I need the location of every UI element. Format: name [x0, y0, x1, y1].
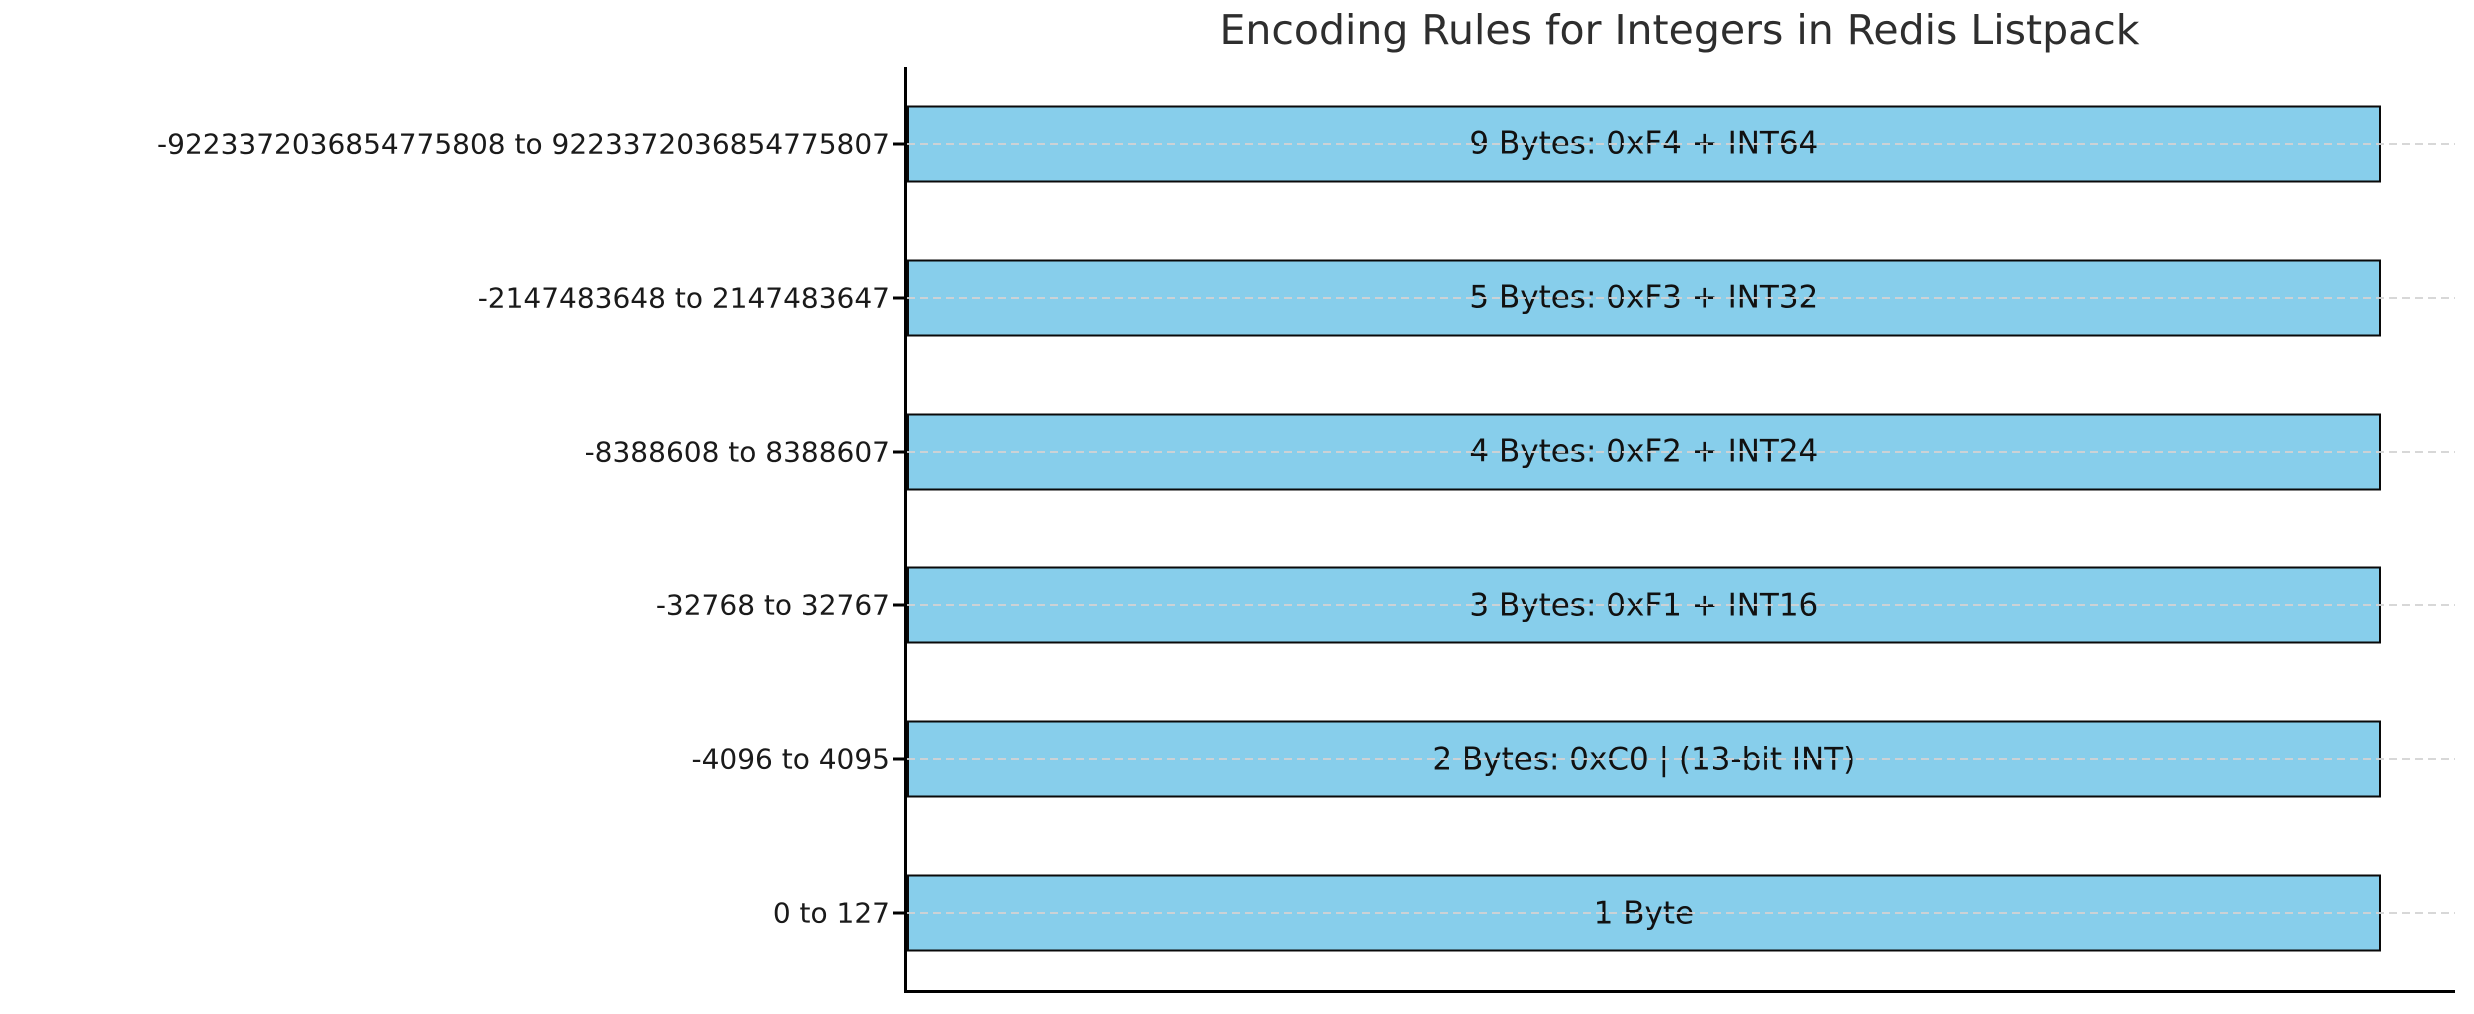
y-tick-label: -4096 to 4095	[691, 742, 890, 776]
bar-row: 0 to 127 1 Byte	[773, 836, 2455, 990]
y-tick-label: -9223372036854775808 to 9223372036854775…	[157, 127, 890, 161]
gridline	[907, 604, 2455, 607]
gridline	[907, 296, 2455, 299]
y-tick-mark	[893, 911, 904, 915]
y-tick-label: -8388608 to 8388607	[584, 435, 890, 469]
plot-area: -9223372036854775808 to 9223372036854775…	[157, 67, 2455, 993]
gridline	[907, 142, 2455, 145]
bar-row: -9223372036854775808 to 9223372036854775…	[157, 67, 2455, 221]
y-tick-mark	[893, 296, 904, 300]
bar-row: -2147483648 to 2147483647 5 Bytes: 0xF3 …	[478, 221, 2455, 375]
y-tick-mark	[893, 757, 904, 761]
y-tick-label: 0 to 127	[772, 896, 890, 930]
y-tick-mark	[893, 603, 904, 607]
y-tick-mark	[893, 450, 904, 454]
gridline	[907, 912, 2455, 915]
bar-row: -32768 to 32767 3 Bytes: 0xF1 + INT16	[656, 528, 2455, 682]
y-tick-label: -32768 to 32767	[655, 588, 890, 622]
y-tick-label: -2147483648 to 2147483647	[477, 281, 890, 315]
gridline	[907, 758, 2455, 761]
y-tick-mark	[893, 142, 904, 146]
bar-row: -4096 to 4095 2 Bytes: 0xC0 | (13-bit IN…	[691, 682, 2455, 836]
bar-row: -8388608 to 8388607 4 Bytes: 0xF2 + INT2…	[585, 375, 2455, 529]
chart-title: Encoding Rules for Integers in Redis Lis…	[1219, 6, 2140, 54]
gridline	[907, 450, 2455, 453]
